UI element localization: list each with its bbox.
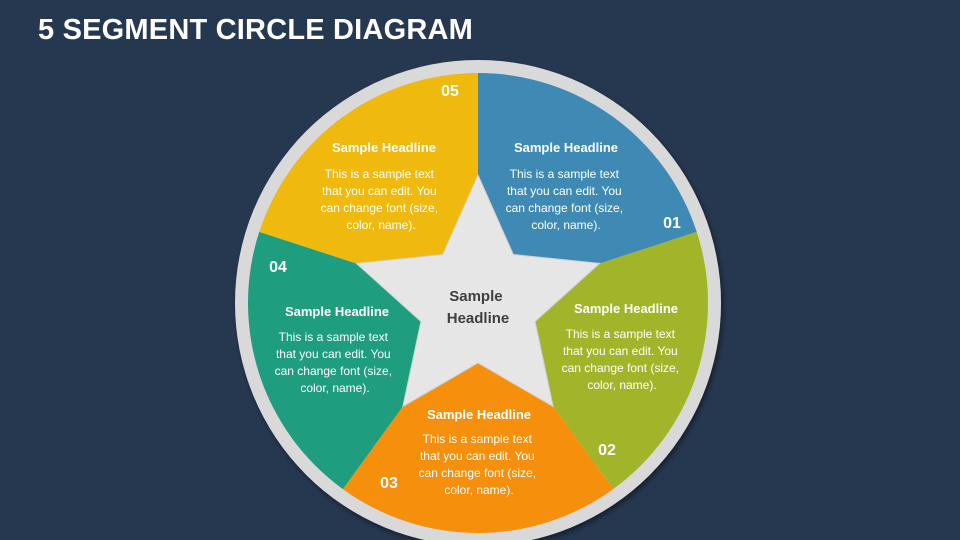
- segment-body: This is a sample text that you can edit.…: [506, 167, 627, 232]
- segment-number: 05: [441, 83, 459, 100]
- segment-body-line: This is a sample text: [325, 167, 435, 181]
- segment-body-line: color, name).: [346, 218, 415, 232]
- segment-number: 02: [598, 442, 616, 459]
- segment-body: This is a sample text that you can edit.…: [562, 327, 683, 392]
- segment-body: This is a sample text that you can edit.…: [419, 432, 540, 497]
- segment-04-shape: [247, 231, 421, 490]
- segment-04-text: 04 Sample Headline This is a sample text…: [269, 259, 396, 395]
- segment-01-shape: [478, 73, 697, 264]
- segment-01-text: 01 Sample Headline This is a sample text…: [506, 140, 681, 232]
- segment-body-line: color, name).: [444, 483, 513, 497]
- center-headline-line: Headline: [447, 310, 510, 327]
- segment-headline: Sample Headline: [514, 140, 618, 155]
- segment-body-line: that you can edit. You: [563, 344, 678, 358]
- segment-body-line: that you can edit. You: [507, 184, 622, 198]
- segment-body-line: can change font (size,: [562, 361, 679, 375]
- segments-layer: [247, 73, 708, 533]
- segment-body-line: can change font (size,: [321, 201, 438, 215]
- segment-02-shape: [535, 231, 708, 490]
- segment-body: This is a sample text that you can edit.…: [321, 167, 442, 232]
- segment-body-line: color, name).: [300, 381, 369, 395]
- center-star: [355, 173, 601, 408]
- segment-body-line: This is a sample text: [566, 327, 676, 341]
- segment-body-line: that you can edit. You: [322, 184, 437, 198]
- segment-05-text: 05 Sample Headline This is a sample text…: [321, 83, 459, 232]
- segment-body-line: can change font (size,: [275, 364, 392, 378]
- segment-headline: Sample Headline: [285, 304, 389, 319]
- segment-body-line: color, name).: [531, 218, 600, 232]
- segment-body-line: This is a sample text: [510, 167, 620, 181]
- segment-02-text: 02 Sample Headline This is a sample text…: [562, 301, 683, 459]
- segment-body-line: that you can edit. You: [276, 347, 391, 361]
- segment-body-line: This is a sample text: [279, 330, 389, 344]
- segment-headline: Sample Headline: [427, 407, 531, 422]
- segment-number: 03: [380, 475, 398, 492]
- segment-03-shape: [342, 363, 614, 533]
- segment-body-line: that you can edit. You: [420, 449, 535, 463]
- segment-number: 01: [663, 215, 681, 232]
- segment-headline: Sample Headline: [332, 140, 436, 155]
- segment-body-line: can change font (size,: [419, 466, 536, 480]
- segment-headline: Sample Headline: [574, 301, 678, 316]
- segment-body-line: color, name).: [587, 378, 656, 392]
- page-title: 5 SEGMENT CIRCLE DIAGRAM: [38, 14, 473, 46]
- center-headline-line: Sample: [449, 288, 502, 305]
- segment-body-line: can change font (size,: [506, 201, 623, 215]
- segment-number: 04: [269, 259, 287, 276]
- center-headline: Sample Headline: [447, 288, 510, 327]
- segment-05-shape: [259, 73, 478, 264]
- segment-body: This is a sample text that you can edit.…: [275, 330, 396, 395]
- segment-body-line: This is a sample text: [423, 432, 533, 446]
- segment-03-text: 03 Sample Headline This is a sample text…: [380, 407, 540, 497]
